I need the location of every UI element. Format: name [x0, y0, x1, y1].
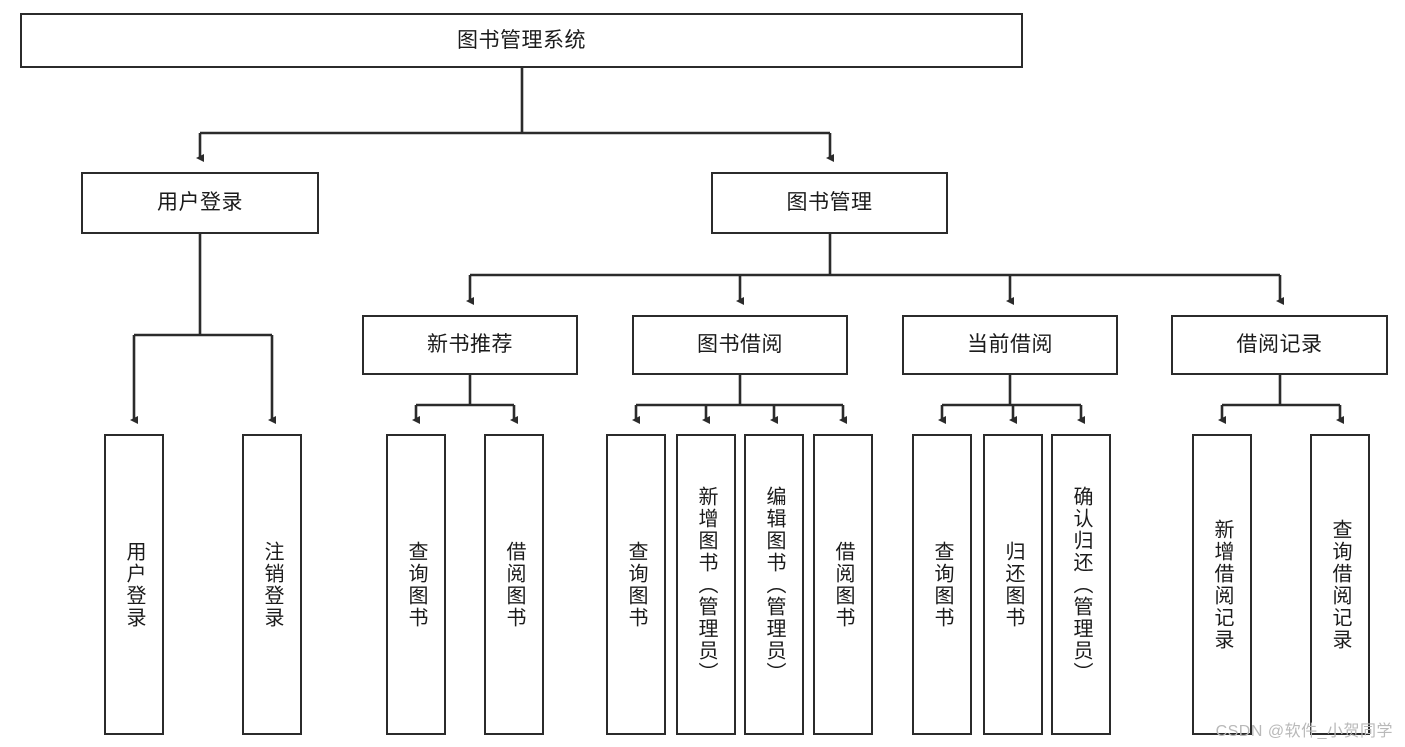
node-cb-query-book[interactable]: 查询图书: [912, 434, 972, 735]
edge-group-borrow-record: [1218, 375, 1344, 424]
node-user-login[interactable]: 用户登录: [81, 172, 319, 234]
node-label: 查询图书: [405, 540, 427, 629]
node-cb-confirm-return[interactable]: 确认归还（管理员）: [1051, 434, 1111, 735]
node-user-login-do[interactable]: 用户登录: [104, 434, 164, 735]
node-bb-add-book[interactable]: 新增图书（管理员）: [676, 434, 736, 735]
node-label: 查询图书: [625, 540, 647, 629]
edge-group-root: [196, 68, 834, 162]
node-label: 新书推荐: [427, 333, 513, 357]
node-label: 查询借阅记录: [1329, 518, 1351, 651]
edge-group-user-login: [130, 234, 276, 424]
node-label: 新增图书（管理员）: [695, 485, 717, 684]
node-bb-query-book[interactable]: 查询图书: [606, 434, 666, 735]
watermark-text: CSDN @软件_小贺同学: [1215, 723, 1393, 740]
node-cb-return-book[interactable]: 归还图书: [983, 434, 1043, 735]
node-label: 注销登录: [261, 540, 283, 629]
node-label: 归还图书: [1002, 540, 1024, 629]
node-new-book-recommend[interactable]: 新书推荐: [362, 315, 578, 375]
node-nbr-borrow-book[interactable]: 借阅图书: [484, 434, 544, 735]
node-label: 借阅记录: [1236, 333, 1323, 357]
node-label: 编辑图书（管理员）: [763, 485, 785, 684]
edge-group-current-borrow: [938, 375, 1085, 424]
node-borrow-record[interactable]: 借阅记录: [1171, 315, 1388, 375]
node-label: 用户登录: [123, 540, 145, 629]
node-label: 图书管理: [786, 191, 873, 215]
node-label: 用户登录: [157, 191, 243, 215]
node-label: 借阅图书: [503, 540, 525, 629]
node-book-manage[interactable]: 图书管理: [711, 172, 948, 234]
node-label: 查询图书: [931, 540, 953, 629]
node-label: 新增借阅记录: [1211, 518, 1233, 651]
node-book-borrow[interactable]: 图书借阅: [632, 315, 848, 375]
node-bb-borrow-book[interactable]: 借阅图书: [813, 434, 873, 735]
node-br-query-record[interactable]: 查询借阅记录: [1310, 434, 1370, 735]
node-label: 确认归还（管理员）: [1070, 485, 1092, 684]
node-br-add-record[interactable]: 新增借阅记录: [1192, 434, 1252, 735]
node-label: 借阅图书: [832, 540, 854, 629]
node-current-borrow[interactable]: 当前借阅: [902, 315, 1118, 375]
node-label: 图书管理系统: [457, 28, 586, 52]
edge-group-new-book-recommend: [412, 375, 518, 424]
edge-group-book-manage: [466, 234, 1284, 305]
node-label: 当前借阅: [967, 333, 1053, 357]
node-user-logout[interactable]: 注销登录: [242, 434, 302, 735]
node-root[interactable]: 图书管理系统: [20, 13, 1023, 68]
node-label: 图书借阅: [697, 333, 783, 357]
edge-group-book-borrow: [632, 375, 847, 424]
node-bb-edit-book[interactable]: 编辑图书（管理员）: [744, 434, 804, 735]
node-nbr-query-book[interactable]: 查询图书: [386, 434, 446, 735]
